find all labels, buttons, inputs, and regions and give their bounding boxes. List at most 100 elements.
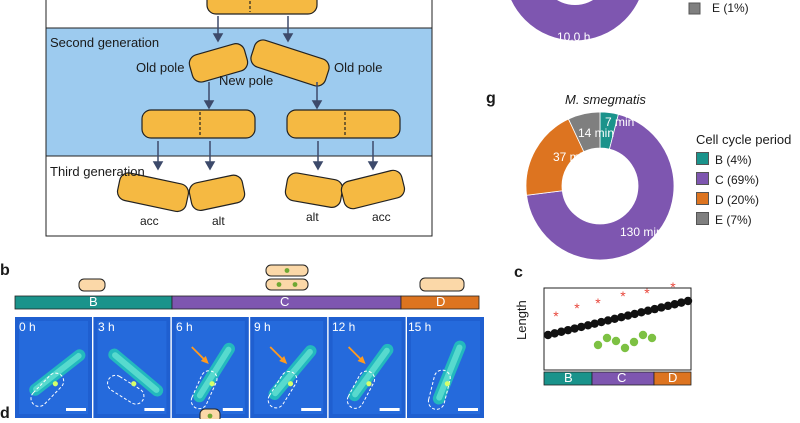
second-gen-left-elongated: [141, 109, 256, 139]
panel-g-title: M. smegmatis: [565, 92, 646, 107]
length-point: [610, 314, 619, 324]
length-point: [597, 317, 606, 327]
panel-d-letter: d: [0, 405, 10, 422]
scale-bar-3: [301, 408, 322, 411]
third-gen-cell-3: [284, 172, 344, 208]
slice-label-c: 130 min: [620, 225, 663, 239]
alt-right-label: alt: [306, 210, 319, 224]
length-point: [557, 327, 566, 336]
legend-swatch-b: [696, 152, 709, 165]
frame-time-2: 6 h: [176, 320, 193, 334]
panel-c: c ****** Length B C D: [510, 262, 800, 419]
micrograph-cell-5: [432, 340, 466, 405]
old-pole-right-label: Old pole: [334, 60, 383, 75]
focus-dot-2: [209, 381, 215, 387]
second-gen-right-elongated: [286, 109, 401, 139]
panel-a-frame: [45, 0, 433, 237]
green-point-3: [620, 343, 630, 353]
micrograph-outline-2: [190, 370, 218, 410]
third-gen-cell-1: [116, 172, 190, 213]
length-point: [623, 311, 633, 320]
panel-b-graphics: [14, 264, 484, 418]
panel-f-donut: [511, 0, 639, 41]
panel-c-phase-label-b: B: [564, 370, 573, 385]
third-gen-cell-4: [340, 169, 406, 210]
division-asterisk-5: *: [670, 279, 676, 295]
green-point-5: [638, 330, 648, 340]
micrograph-cell-2: [193, 342, 235, 403]
panel-c-phase-d: [653, 371, 692, 386]
panel-g: g M. smegmatis 37 min 14 min 7 min 130 m…: [480, 80, 800, 260]
length-point: [650, 304, 659, 314]
micrograph-outline-3: [267, 371, 298, 409]
second-gen-left-cell: [188, 43, 249, 83]
micrograph-outline-0: [30, 372, 65, 407]
panel-a: Second generation Third generation Old p…: [0, 0, 480, 240]
gen2-label: Second generation: [50, 35, 160, 50]
legend-item-d: D (20%): [696, 192, 759, 207]
slice-label-e: 14 min: [578, 126, 615, 140]
legend-item-c: C (69%): [696, 172, 759, 187]
frame-time-5: 15 h: [408, 320, 432, 334]
frame-time-3: 9 h: [254, 320, 271, 334]
alt-left-label: alt: [212, 214, 225, 228]
schematic-cell-c-bottom: [265, 278, 309, 291]
slice-label-b: 7 min: [605, 115, 635, 129]
panel-f-donut-c-slice: [511, 0, 639, 40]
panel-b: b B C D 0 h 3 h 6 h 9 h 12 h 15 h: [0, 262, 485, 419]
micrograph-cell-0: [29, 349, 86, 396]
panel-a-diagram: [45, 0, 433, 237]
legend-swatch-c: [696, 172, 709, 185]
panel-c-graphics: ******: [543, 279, 693, 386]
length-point: [583, 321, 593, 330]
scale-bar-1: [144, 408, 165, 411]
green-point-0: [593, 340, 603, 350]
length-point: [563, 325, 573, 335]
green-point-1: [602, 333, 612, 343]
focus-dot-0: [52, 381, 58, 387]
legend-label-e: E (7%): [715, 213, 752, 227]
panel-f-slice-label: 10.0 h: [557, 30, 591, 44]
legend-item-b: B (4%): [696, 152, 752, 167]
legend-label-d: D (20%): [715, 193, 760, 207]
length-point: [590, 319, 599, 328]
length-point: [637, 308, 646, 317]
legend-item-e: E (7%): [696, 212, 752, 227]
focus-dot-4: [366, 381, 372, 387]
phase-label-d: D: [436, 294, 446, 309]
first-gen-cell: [206, 0, 318, 15]
length-point: [570, 324, 579, 333]
phase-label-b: B: [89, 294, 98, 309]
division-asterisk-4: *: [644, 285, 650, 301]
phase-label-c: C: [280, 294, 290, 309]
schematic-cell-d: [419, 277, 465, 292]
frame-time-0: 0 h: [19, 320, 36, 334]
scale-bar-5: [458, 408, 478, 411]
panel-g-legend-title: Cell cycle period: [696, 132, 792, 147]
scale-bar-4: [379, 408, 400, 411]
donut-slice-c: [526, 113, 675, 260]
division-asterisk-0: *: [553, 308, 559, 324]
acc-right-label: acc: [372, 210, 391, 224]
panel-g-donut-chart: [525, 111, 675, 260]
frame-time-4: 12 h: [332, 320, 356, 334]
micrograph-outline-4: [346, 370, 376, 409]
slice-label-d: 37 min: [553, 150, 590, 164]
green-point-4: [629, 337, 639, 347]
length-point: [630, 309, 639, 319]
scale-bar-0: [66, 408, 86, 411]
length-point: [543, 330, 553, 340]
panel-c-plot-frame: [543, 287, 692, 371]
panel-f-legend-e: E (1%): [712, 1, 749, 15]
panel-d-partial: d: [0, 400, 480, 422]
phase-bar-d: [400, 295, 480, 310]
panel-b-letter: b: [0, 262, 10, 279]
gen3-label: Third generation: [50, 164, 145, 179]
micrograph-outline-5: [427, 369, 451, 410]
length-point: [683, 296, 693, 306]
length-point: [663, 301, 673, 311]
schematic-cell-b: [78, 278, 106, 292]
new-pole-label: New pole: [219, 73, 274, 88]
green-point-6: [647, 333, 657, 343]
length-point: [603, 316, 613, 325]
